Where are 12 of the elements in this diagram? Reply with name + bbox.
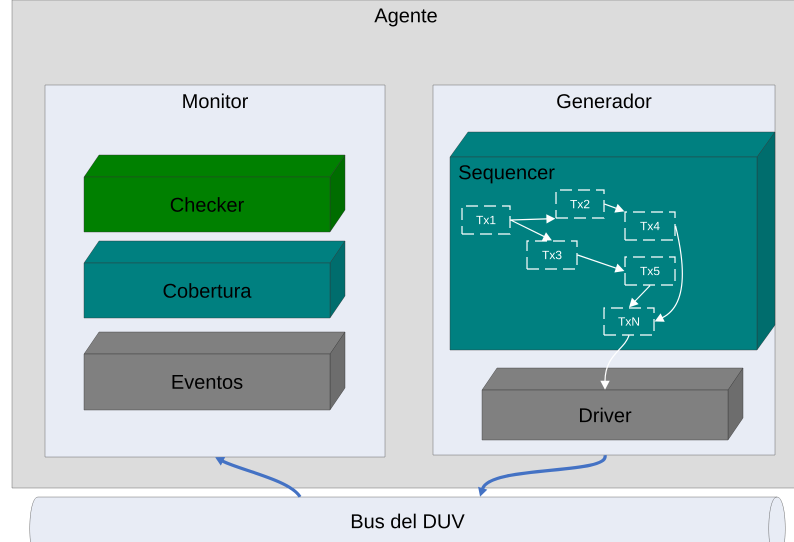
block-3d: Driver bbox=[482, 368, 744, 440]
block-3d: Cobertura bbox=[84, 240, 346, 318]
transaction-box: Tx1 bbox=[461, 205, 511, 235]
transaction-box: Tx4 bbox=[624, 211, 676, 241]
transaction-box: TxN bbox=[603, 307, 655, 336]
block-3d: Eventos bbox=[84, 332, 346, 410]
block-3d: Checker bbox=[84, 154, 346, 232]
transaction-box: Tx5 bbox=[624, 256, 676, 286]
transaction-box: Tx2 bbox=[555, 189, 605, 219]
bus-cylinder: Bus del DUV bbox=[30, 496, 786, 542]
transaction-box: Tx3 bbox=[526, 240, 578, 270]
arrow bbox=[629, 285, 650, 308]
